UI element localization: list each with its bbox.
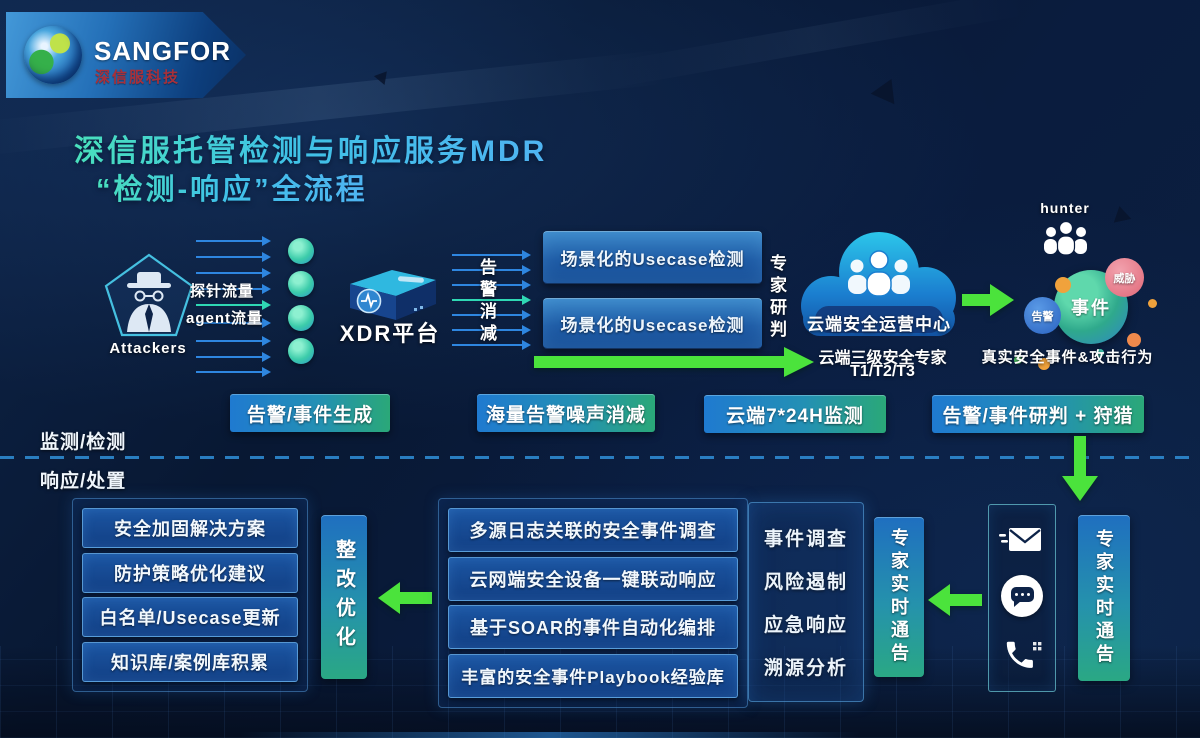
phone-icon — [1006, 641, 1042, 668]
hunter-team-icon — [1044, 220, 1087, 256]
brand-subtitle: 深信服科技 — [95, 69, 181, 86]
particle-dot — [1127, 333, 1141, 347]
traffic-arrow — [196, 252, 271, 262]
cloud-experts-line2: T1/T2/T3 — [850, 363, 915, 380]
response-item: 丰富的安全事件Playbook经验库 — [448, 653, 738, 698]
optimization-panel: 安全加固解决方案 防护策略优化建议 白名单/Usecase更新 知识库/案例库积… — [72, 498, 308, 692]
usecase-detection-box-2: 场景化的Usecase检测 — [543, 298, 762, 349]
real-events-label: 真实安全事件&攻击行为 — [981, 349, 1154, 366]
attacker-icon — [104, 253, 194, 337]
xdr-appliance-icon — [350, 270, 436, 320]
traffic-arrow-teal — [196, 300, 271, 310]
agent-traffic-label: agent流量 — [186, 310, 264, 327]
attackers-label: Attackers — [109, 340, 187, 357]
hunter-label: hunter — [1040, 200, 1090, 216]
threat-bubble: 威胁 — [1105, 258, 1144, 297]
alarm-reduction-label: 告警消减 — [477, 258, 496, 346]
alert-arrow — [452, 250, 531, 260]
stage-noise-reduction: 海量告警噪声消减 — [477, 394, 655, 432]
page-title-line1: 深信服托管检测与响应服务MDR — [74, 126, 547, 170]
optimization-item: 安全加固解决方案 — [82, 508, 298, 548]
decor-triangle — [871, 74, 904, 105]
data-node-dot — [288, 338, 314, 364]
monitor-phase-label: 监测/检测 — [40, 432, 127, 453]
flow-arrow-left-1 — [378, 582, 432, 614]
rectification-bar: 整改优化 — [321, 515, 367, 679]
xdr-label: XDR平台 — [339, 321, 441, 346]
particle-dot — [1014, 356, 1022, 364]
usecase-detection-box-1: 场景化的Usecase检测 — [543, 231, 762, 284]
traffic-arrow — [196, 236, 271, 246]
data-node-dot — [288, 305, 314, 331]
traffic-arrow — [196, 336, 271, 346]
traffic-arrow — [196, 318, 271, 328]
cloud-soc-icon — [801, 232, 956, 336]
chat-icon — [1001, 574, 1043, 617]
decor-triangle — [1111, 204, 1132, 222]
particle-dot — [1096, 349, 1104, 357]
optimization-item: 知识库/案例库积累 — [82, 641, 298, 682]
alert-arrow — [452, 310, 531, 320]
flow-arrow-to-events — [962, 284, 1014, 316]
incident-item: 风险遏制 — [763, 572, 848, 593]
alert-bubble: 告警 — [1024, 297, 1061, 334]
sangfor-globe-icon — [24, 26, 82, 84]
traffic-arrow — [196, 352, 271, 362]
flow-arrow-to-cloud — [534, 347, 814, 377]
alert-arrow — [452, 265, 531, 275]
particle-dot — [1148, 299, 1157, 308]
brand-name: SANGFOR — [94, 36, 231, 66]
incident-item: 溯源分析 — [763, 658, 848, 679]
response-panel: 多源日志关联的安全事件调查 云网端安全设备一键联动响应 基于SOAR的事件自动化… — [438, 498, 748, 708]
alert-arrow — [452, 325, 531, 335]
stage-judgment-hunting: 告警/事件研判 + 狩猎 — [932, 395, 1144, 433]
light-streak — [601, 0, 1029, 90]
particle-dot — [1038, 358, 1050, 370]
expert-notice-label-left: 专家实时通告 — [889, 528, 909, 666]
response-phase-label: 响应/处置 — [40, 471, 127, 492]
response-item: 基于SOAR的事件自动化编排 — [448, 605, 738, 650]
particle-dot — [1055, 277, 1071, 293]
mail-icon — [999, 528, 1041, 552]
probe-traffic-label: 探针流量 — [190, 283, 255, 300]
expert-judgment-label: 专家研判 — [767, 254, 786, 342]
incident-item: 事件调查 — [763, 529, 848, 550]
stage-alert-generation: 告警/事件生成 — [230, 394, 390, 432]
rectification-label: 整改优化 — [332, 539, 355, 655]
optimization-item: 白名单/Usecase更新 — [82, 597, 298, 638]
alert-arrow — [452, 340, 531, 350]
stage-cloud-monitoring: 云端7*24H监测 — [704, 395, 886, 433]
phase-divider-line — [0, 456, 1200, 459]
expert-notice-bar-right: 专家实时通告 — [1078, 515, 1130, 681]
incident-item: 应急响应 — [763, 615, 848, 636]
alert-arrow — [452, 280, 531, 290]
cloud-experts-line1: 云端三级安全专家 — [818, 350, 947, 367]
traffic-arrow — [196, 367, 271, 377]
incident-activity-box: 事件调查 风险遏制 应急响应 溯源分析 — [748, 502, 864, 702]
logo-banner: SANGFOR 深信服科技 — [6, 12, 246, 98]
expert-notice-label-right: 专家实时通告 — [1094, 529, 1114, 667]
cloud-soc-label: 云端安全运营中心 — [807, 315, 951, 334]
flow-arrow-down — [1062, 436, 1098, 501]
data-node-dot — [288, 238, 314, 264]
contact-channels-box — [988, 504, 1056, 692]
response-item: 云网端安全设备一键联动响应 — [448, 556, 738, 601]
traffic-arrow — [196, 284, 271, 294]
response-item: 多源日志关联的安全事件调查 — [448, 508, 738, 552]
expert-notice-bar-left: 专家实时通告 — [874, 517, 924, 677]
decor-triangle — [374, 67, 392, 85]
page-title-line2: “检测-响应”全流程 — [96, 166, 368, 208]
traffic-arrow — [196, 268, 271, 278]
glow-bar — [240, 732, 860, 738]
alert-arrow-teal — [452, 295, 531, 305]
optimization-item: 防护策略优化建议 — [82, 552, 298, 593]
data-node-dot — [288, 271, 314, 297]
flow-arrow-left-2 — [928, 584, 982, 616]
